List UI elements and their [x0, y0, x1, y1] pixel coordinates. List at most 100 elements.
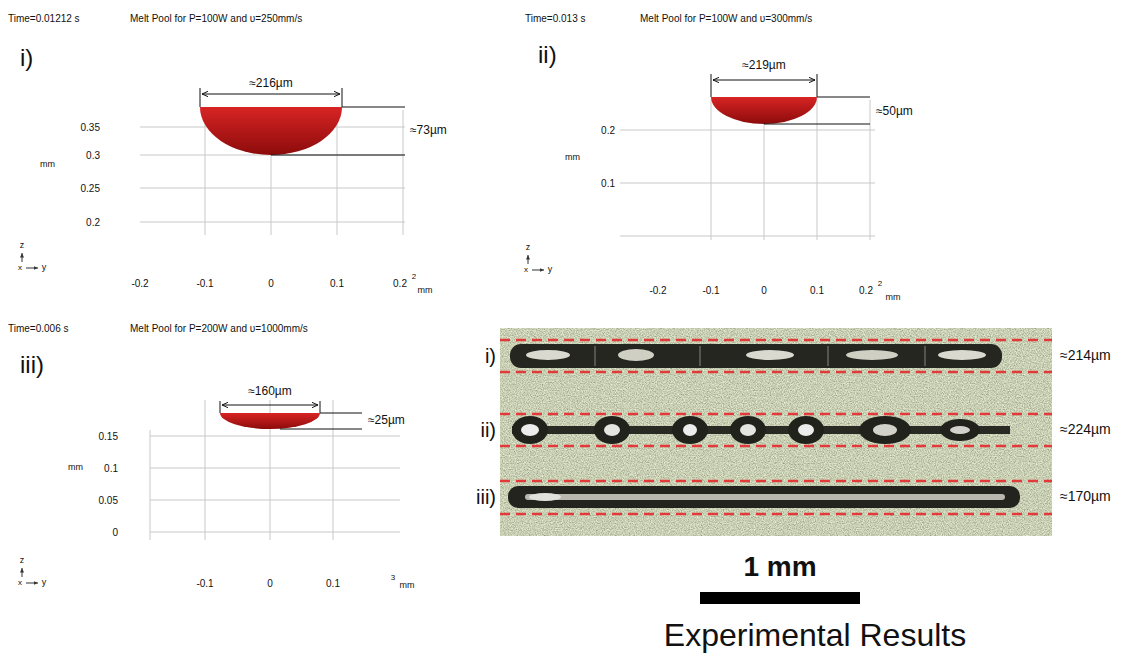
- track-ii: [873, 424, 897, 436]
- figure-label: mm: [418, 286, 433, 296]
- track-ii: [859, 416, 911, 444]
- figure-label: 0.2: [601, 125, 615, 136]
- figure-label: 0: [268, 278, 274, 289]
- plot-grid: [333, 400, 334, 540]
- track-ii: [798, 424, 814, 436]
- scale-bar: [700, 592, 860, 604]
- figure-label: mm: [886, 293, 901, 303]
- track-i: [510, 344, 1002, 368]
- plot-grid: [620, 183, 875, 184]
- figure-label: ≈73µm: [410, 124, 447, 137]
- dimension-line: [220, 401, 221, 413]
- dimension-line: [342, 107, 405, 108]
- figure-label: y: [42, 263, 47, 273]
- dimension-line: [711, 74, 870, 124]
- plot-grid: [817, 100, 818, 240]
- plot-grid: [403, 110, 404, 235]
- axis-triad: [22, 253, 38, 268]
- figure-label: 0.2: [86, 217, 100, 228]
- dimension-line: [713, 80, 815, 81]
- figure-label: -0.1: [196, 278, 213, 289]
- figure-label: 0: [267, 578, 273, 589]
- track-i: [510, 344, 1002, 368]
- dimension-line: [280, 429, 362, 430]
- figure-label: -0.1: [702, 285, 719, 296]
- figure-label: 1 mm: [743, 552, 816, 583]
- plot-grid: [711, 100, 712, 240]
- track-i: [699, 346, 701, 366]
- track-iii: [508, 486, 1020, 508]
- figure-label: 0.1: [810, 285, 824, 296]
- plot-grid: [620, 236, 875, 237]
- figure-label: Melt Pool for P=200W and υ=1000mm/s: [130, 323, 308, 334]
- track-ii: [594, 416, 630, 444]
- figure-label: 2: [878, 280, 882, 289]
- track-boundary: [500, 513, 1052, 516]
- figure-label: 3: [391, 574, 395, 583]
- figure-label: ≈224µm: [1060, 422, 1111, 437]
- track-iii: [529, 493, 561, 501]
- track-ii: [950, 426, 970, 434]
- track-boundary: [500, 340, 1052, 514]
- figure-label: 2: [412, 273, 416, 282]
- figure-label: ii): [480, 419, 496, 441]
- axis-triad: [528, 255, 544, 270]
- track-boundary: [500, 339, 1052, 342]
- dimension-line: [220, 401, 362, 429]
- figure-label: z: [20, 556, 25, 566]
- figure-label: mm: [40, 160, 55, 170]
- track-boundary: [500, 445, 1052, 448]
- figure-label: mm: [565, 153, 580, 163]
- plot-grid: [337, 110, 338, 235]
- axis-triad: [22, 568, 38, 583]
- figure-label: z: [526, 243, 531, 253]
- figure-label: iii): [476, 486, 496, 508]
- figure-label: x: [524, 266, 528, 275]
- figure-label: 0.3: [86, 150, 100, 161]
- track-i: [938, 350, 986, 360]
- axis-triad: [22, 253, 23, 262]
- figure-label: 0.1: [104, 463, 118, 474]
- dimension-line: [817, 97, 870, 98]
- figure-label: 0.2: [859, 285, 873, 296]
- track-ii: [940, 419, 980, 441]
- plot-grid: [140, 155, 405, 156]
- plot-grid: [150, 430, 151, 540]
- track-i: [526, 350, 570, 360]
- figure-label: Time=0.013 s: [525, 13, 586, 24]
- dimension-line: [200, 88, 201, 107]
- track-iii: [525, 494, 1005, 500]
- figure-label: 0.35: [81, 122, 100, 133]
- figure-label: ≈216µm: [249, 77, 293, 90]
- dimension-line: [271, 155, 405, 156]
- figure-label: ≈214µm: [1060, 348, 1111, 363]
- dimension-line: [817, 74, 818, 97]
- melt-pool: [200, 107, 342, 155]
- figure-label: 0.25: [81, 183, 100, 194]
- figure-label: 0: [761, 285, 767, 296]
- dimension-line: [342, 88, 343, 107]
- track-i: [618, 349, 654, 361]
- micrograph: [500, 328, 1052, 536]
- figure-label: 0.15: [99, 431, 118, 442]
- figure-label: i): [20, 45, 33, 71]
- figure-label: x: [18, 579, 22, 588]
- track-ii: [740, 424, 756, 436]
- track-ii: [730, 416, 766, 444]
- figure-label: 0.1: [601, 178, 615, 189]
- figure-label: i): [485, 345, 496, 367]
- figure-label: -0.2: [131, 278, 148, 289]
- dimension-line: [320, 401, 321, 413]
- track-ii: [672, 416, 708, 444]
- figure-label: -0.2: [649, 285, 666, 296]
- plot-grid: [205, 400, 206, 540]
- figure-label: -0.1: [196, 578, 213, 589]
- figure-label: ≈25µm: [368, 414, 405, 427]
- track-i: [746, 350, 794, 360]
- figure-label: ≈219µm: [742, 59, 786, 72]
- figure-label: iii): [20, 352, 44, 378]
- track-ii: [604, 424, 620, 436]
- figure-label: Experimental Results: [664, 618, 966, 653]
- track-ii: [683, 424, 697, 436]
